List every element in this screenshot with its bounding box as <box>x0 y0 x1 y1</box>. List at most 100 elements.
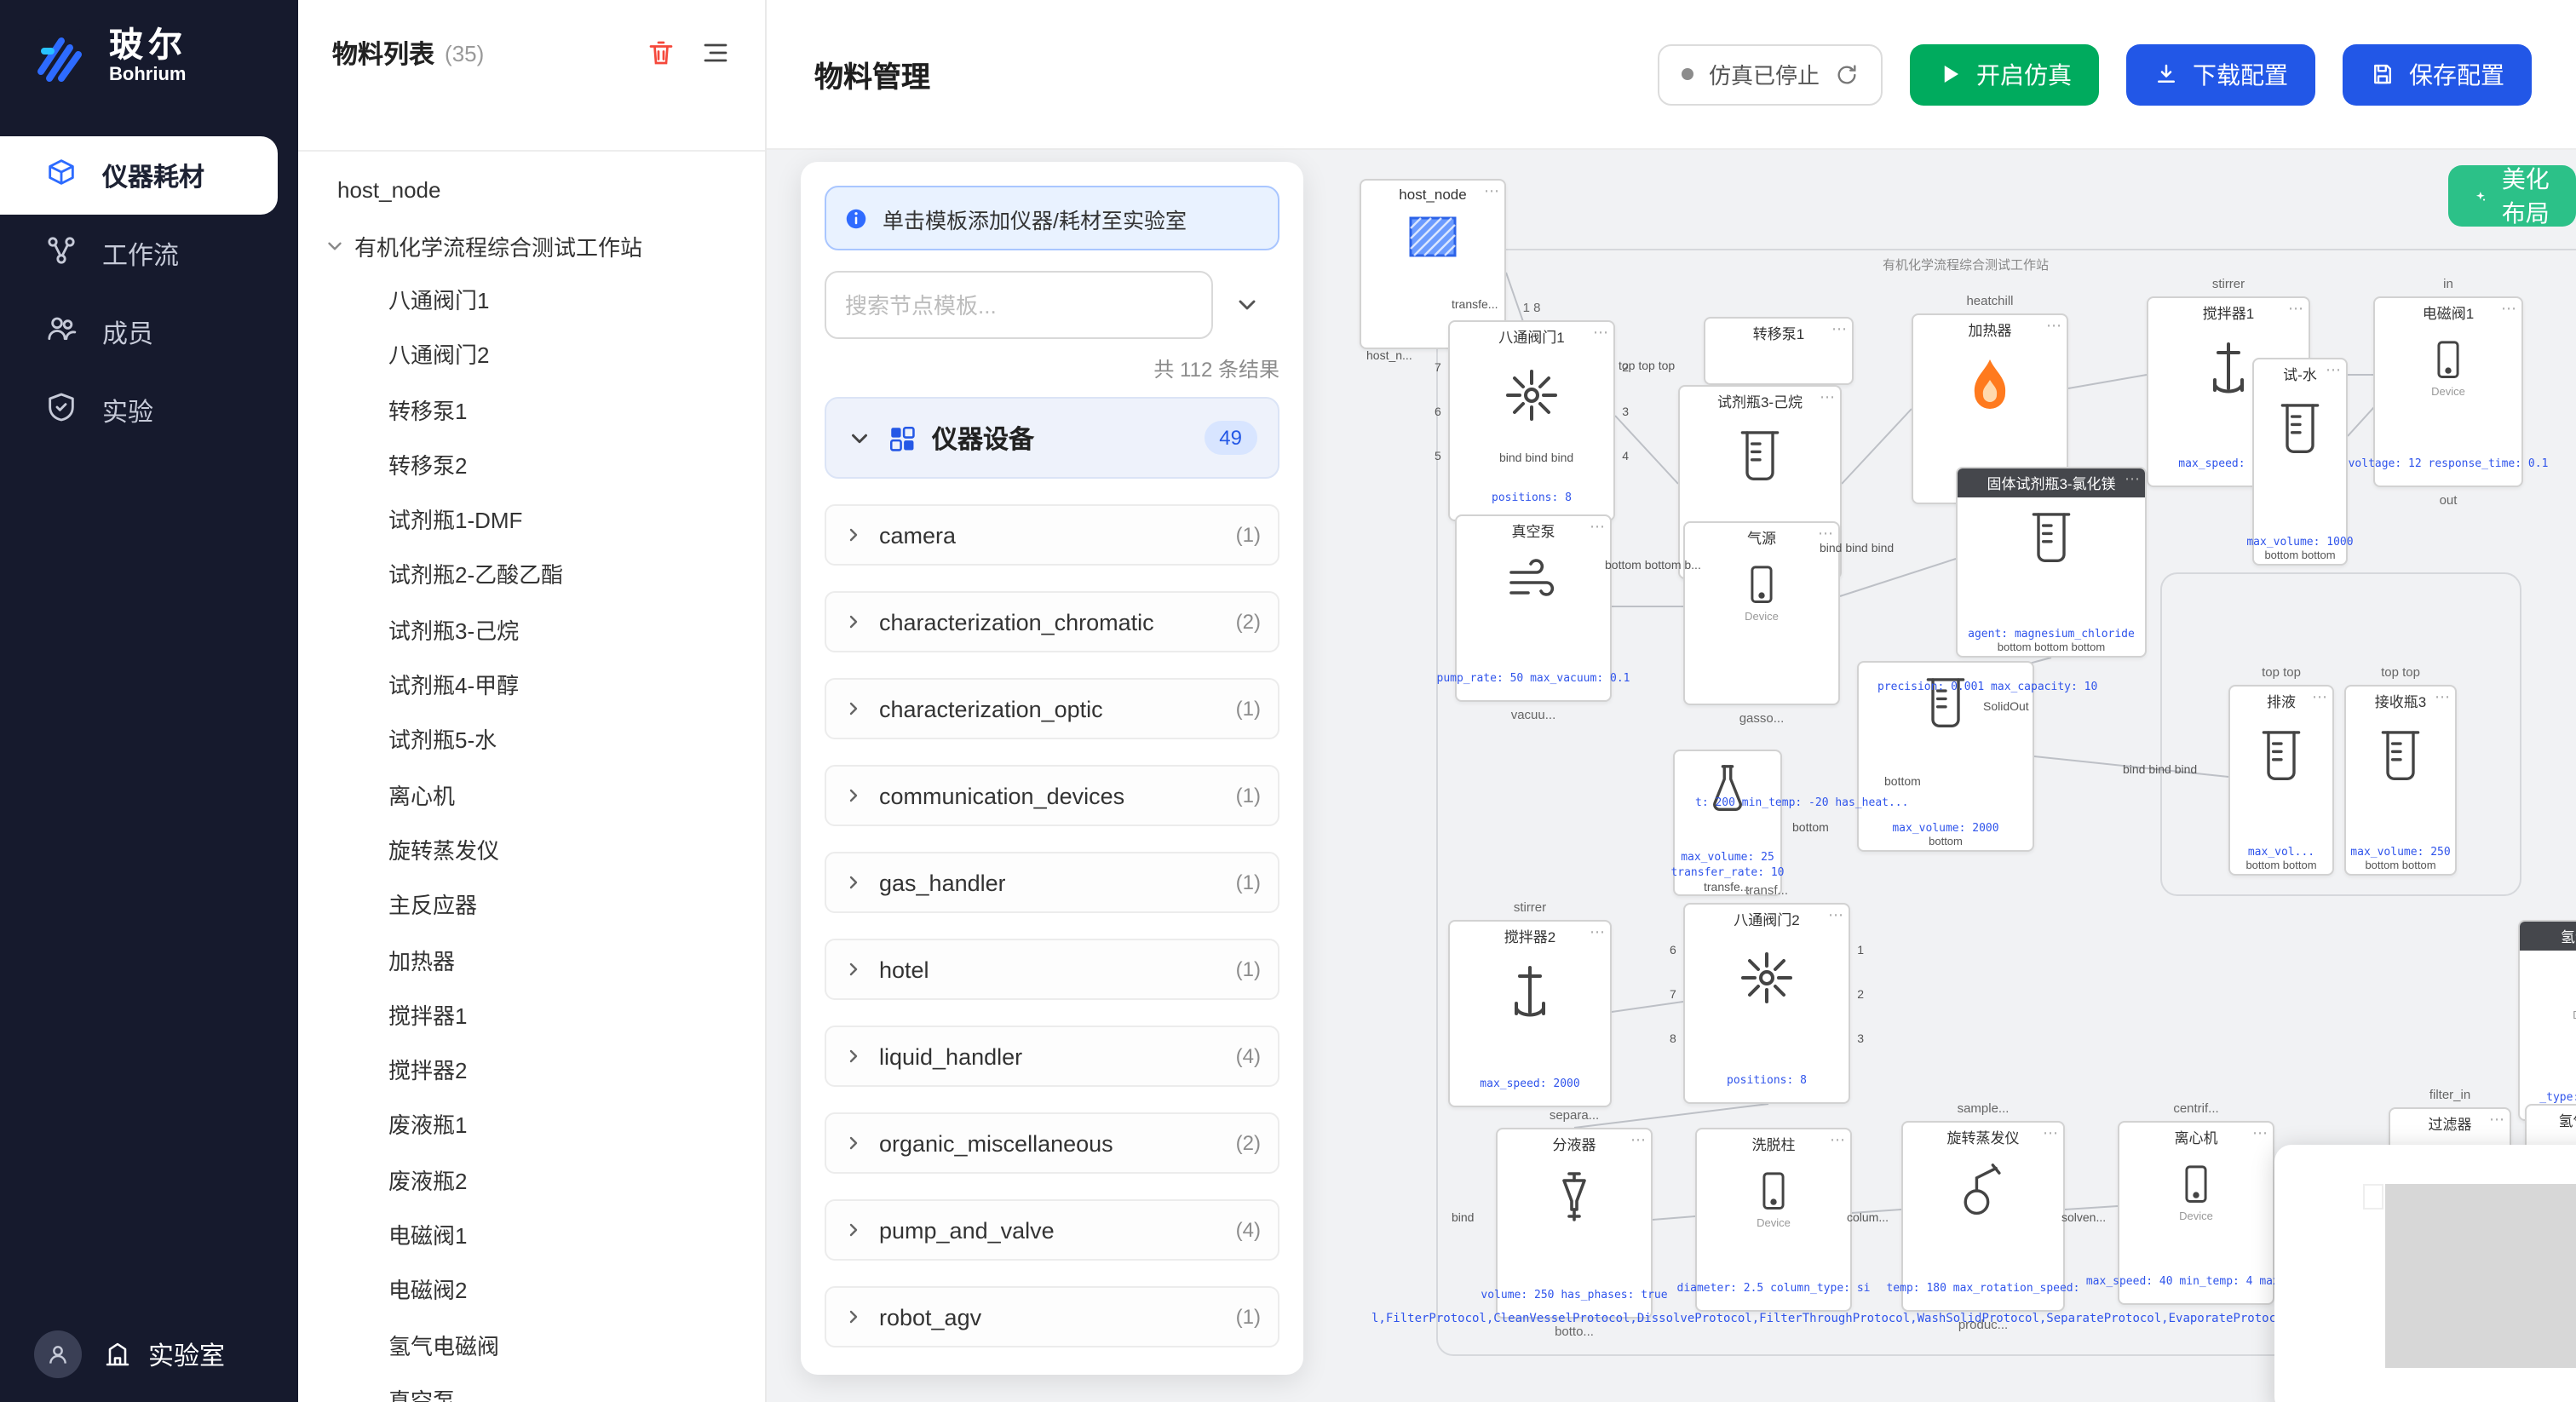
materials-list-item[interactable]: 电磁阀1 <box>388 1223 468 1250</box>
more-icon[interactable]: ⋯ <box>2326 361 2341 378</box>
materials-list-item[interactable]: 搅拌器2 <box>388 1058 468 1084</box>
materials-list-item[interactable]: 真空泵 <box>388 1388 456 1402</box>
chevron-right-icon <box>843 872 864 893</box>
template-group-gas_handler[interactable]: gas_handler(1) <box>825 852 1279 913</box>
collapse-toggle-icon[interactable] <box>1233 291 1261 319</box>
materials-list-item[interactable]: 旋转蒸发仪 <box>388 837 500 864</box>
more-icon[interactable]: ⋯ <box>2312 688 2327 705</box>
canvas-node[interactable]: 转移泵1⋯ <box>1704 317 1854 385</box>
more-icon[interactable]: ⋯ <box>2288 300 2303 317</box>
refresh-icon[interactable] <box>1835 62 1859 86</box>
more-icon[interactable]: ⋯ <box>1630 1131 1646 1148</box>
more-icon[interactable]: ⋯ <box>1590 923 1605 940</box>
node-properties: max_speed: 40 min_temp: 4 max_spe <box>2085 1273 2307 1288</box>
canvas-node[interactable]: separa...分液器⋯volume: 250 has_phases: tru… <box>1481 1107 1667 1339</box>
more-icon[interactable]: ⋯ <box>2252 1124 2268 1141</box>
more-icon[interactable]: ⋯ <box>1818 525 1833 542</box>
materials-list-item[interactable]: 加热器 <box>388 948 456 974</box>
more-icon[interactable]: ⋯ <box>2125 470 2140 487</box>
tree-workstation[interactable]: 有机化学流程综合测试工作站 <box>298 218 765 274</box>
template-group-pump_and_valve[interactable]: pump_and_valve(4) <box>825 1199 1279 1261</box>
device-label: Device <box>1745 612 1779 623</box>
template-group-camera[interactable]: camera(1) <box>825 504 1279 566</box>
materials-list-item[interactable]: 八通阀门1 <box>388 288 490 313</box>
simulation-status[interactable]: 仿真已停止 <box>1657 43 1883 105</box>
search-input[interactable] <box>825 271 1213 339</box>
materials-list-item[interactable]: 主反应器 <box>388 893 478 919</box>
save-config-button[interactable]: 保存配置 <box>2343 43 2532 105</box>
materials-list-item[interactable]: 搅拌器1 <box>388 1003 468 1029</box>
template-group-communication_devices[interactable]: communication_devices(1) <box>825 765 1279 826</box>
node-title: 电磁阀1⋯ <box>2375 298 2521 327</box>
more-icon[interactable]: ⋯ <box>2501 300 2516 317</box>
materials-list-item[interactable]: 试剂瓶3-己烷 <box>388 618 520 644</box>
canvas-node[interactable]: sample...旋转蒸发仪⋯temp: 180 max_rotation_sp… <box>1886 1100 2079 1332</box>
materials-list-item[interactable]: 离心机 <box>388 783 456 809</box>
avatar[interactable] <box>34 1330 82 1378</box>
template-group-characterization_optic[interactable]: characterization_optic(1) <box>825 678 1279 739</box>
template-group-characterization_chromatic[interactable]: characterization_chromatic(2) <box>825 591 1279 652</box>
trash-icon[interactable] <box>646 37 676 68</box>
sidebar-item-experiments[interactable]: 实验 <box>0 371 298 450</box>
more-icon[interactable]: ⋯ <box>1590 518 1605 535</box>
template-group-robot_agv[interactable]: robot_agv(1) <box>825 1286 1279 1347</box>
canvas-node[interactable]: 氢气气源⋯Device_type: hydrogengasso... <box>2518 920 2576 1141</box>
sidebar-item-workflow[interactable]: 工作流 <box>0 215 298 293</box>
more-icon[interactable]: ⋯ <box>1820 388 1835 405</box>
materials-list-item[interactable]: 试剂瓶2-乙酸乙酯 <box>388 562 564 589</box>
more-icon[interactable]: ⋯ <box>1831 320 1847 337</box>
more-icon[interactable]: ⋯ <box>1593 324 1608 341</box>
more-icon[interactable]: ⋯ <box>1830 1131 1845 1148</box>
more-icon[interactable]: ⋯ <box>2043 1124 2058 1141</box>
materials-list-item[interactable]: 废液瓶1 <box>388 1112 468 1139</box>
more-icon[interactable]: ⋯ <box>2489 1111 2504 1128</box>
node-title-text: 旋转蒸发仪 <box>1946 1129 2020 1146</box>
sidebar-item-members[interactable]: 成员 <box>0 293 298 371</box>
materials-list-item[interactable]: 转移泵2 <box>388 452 468 479</box>
list-icon[interactable] <box>700 37 731 68</box>
more-icon[interactable]: ⋯ <box>2046 317 2061 334</box>
materials-list-item[interactable]: 氢气电磁阀 <box>388 1333 500 1359</box>
template-group-liquid_handler[interactable]: liquid_handler(4) <box>825 1026 1279 1087</box>
collection-group-box <box>2160 572 2521 896</box>
more-icon[interactable]: ⋯ <box>1828 906 1843 923</box>
logo-cn: 玻尔 <box>109 27 187 65</box>
materials-list-item[interactable]: 八通阀门2 <box>388 342 490 369</box>
minimap-panel[interactable] <box>2274 1145 2576 1402</box>
download-config-button[interactable]: 下载配置 <box>2126 43 2315 105</box>
node-port-number: 1 <box>1857 945 1864 957</box>
materials-list-item[interactable]: 转移泵1 <box>388 398 468 424</box>
more-icon[interactable]: ⋯ <box>2435 688 2450 705</box>
template-group-hotel[interactable]: hotel(1) <box>825 939 1279 1000</box>
template-group-organic_miscellaneous[interactable]: organic_miscellaneous(2) <box>825 1112 1279 1174</box>
materials-list-item[interactable]: 电磁阀2 <box>388 1278 468 1304</box>
canvas-node[interactable]: max_volume: 25 transfer_rate: 10 <box>1670 750 1785 896</box>
node-port-number: 4 <box>1622 451 1629 463</box>
materials-list-item[interactable]: 试剂瓶5-水 <box>388 727 497 754</box>
materials-list-item[interactable]: 废液瓶2 <box>388 1168 468 1194</box>
category-instruments[interactable]: 仪器设备 49 <box>825 397 1279 479</box>
lab-entry[interactable]: 实验室 <box>102 1336 225 1372</box>
beautify-layout-button[interactable]: 美化布局 <box>2448 165 2576 227</box>
sidebar-item-instruments[interactable]: 仪器耗材 <box>0 136 278 215</box>
more-icon[interactable]: ⋯ <box>1484 182 1499 199</box>
beaker-icon <box>1958 508 2145 569</box>
materials-list-item[interactable]: 试剂瓶4-甲醇 <box>388 673 520 699</box>
tree-root-host-node[interactable]: host_node <box>337 177 441 203</box>
node-title: 离心机⋯ <box>2119 1123 2273 1152</box>
start-simulation-button[interactable]: 开启仿真 <box>1910 43 2099 105</box>
materials-list-item[interactable]: 试剂瓶1-DMF <box>388 508 523 534</box>
